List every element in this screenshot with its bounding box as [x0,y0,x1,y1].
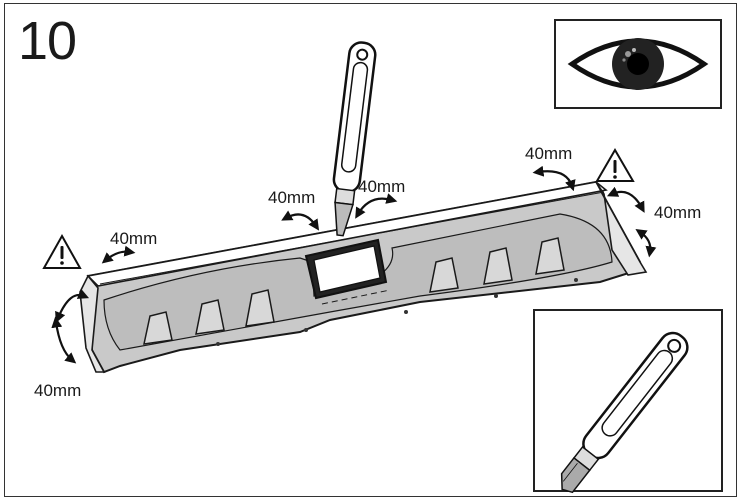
measurement-left-side: 40mm [34,381,82,400]
eye-inset [554,19,722,109]
measurement-right-top: 40mm [525,144,573,163]
measurement-center-right: 40mm [358,177,406,196]
knife-inset [533,309,723,492]
step-number: 10 [18,11,77,71]
measurement-center-left: 40mm [268,188,316,207]
measurement-left-top: 40mm [110,229,158,248]
page-frame [4,3,737,497]
measurement-right-side: 40mm [654,203,702,222]
